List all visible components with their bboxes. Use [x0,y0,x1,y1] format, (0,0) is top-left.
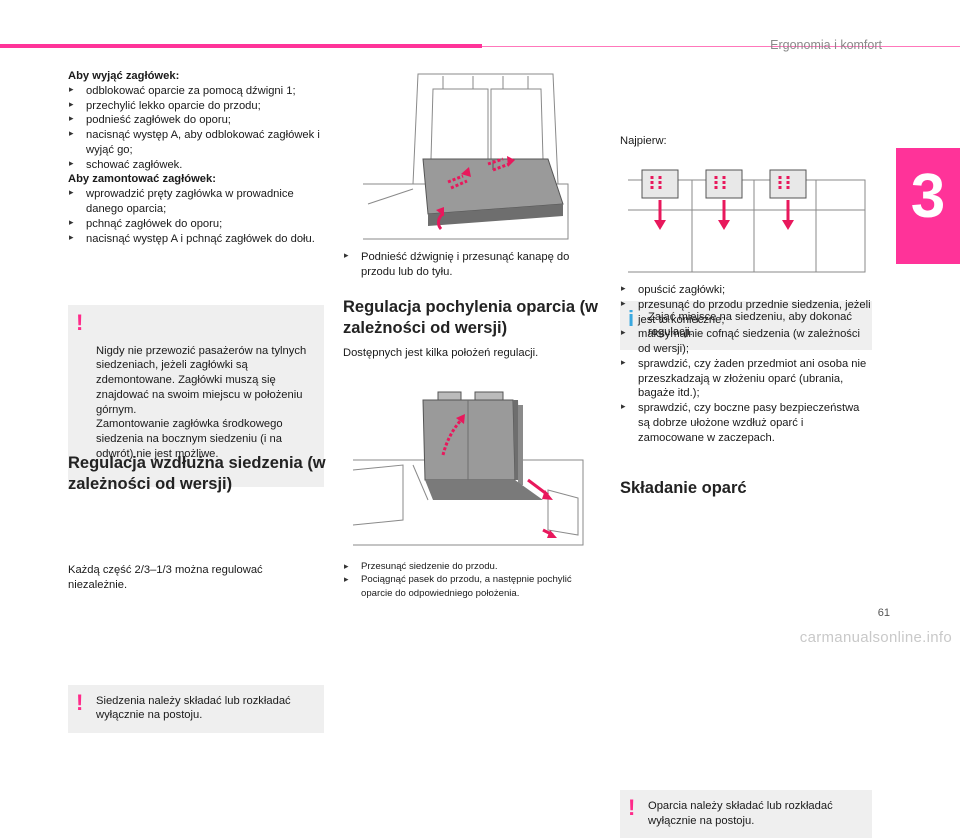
lift-step: Podnieść dźwignię i przesunąć kanapę do … [343,250,595,280]
remove-heading: Aby wyjąć zagłówek: [68,70,180,82]
recline-steps: Przesunąć siedzenie do przodu. Pociągnąć… [343,560,595,600]
warning-longitudinal: ! Siedzenia należy składać lub rozkładać… [68,684,324,734]
list-item: wprowadzić pręty zagłówka w prowadnice d… [68,187,324,217]
list-item: pchnąć zagłówek do oporu; [68,217,324,232]
install-heading: Aby zamontować zagłówek: [68,173,216,186]
longitudinal-title: Regulacja wzdłużna siedzenia (w zależnoś… [68,454,326,493]
list-item: Przesunąć siedzenie do przodu. [343,560,595,573]
warning-text: Oparcia należy składać lub rozkładać wył… [648,799,833,827]
recline-title: Regulacja pochylenia oparcia (w zależnoś… [343,298,598,337]
exclamation-icon: ! [76,689,84,715]
list-item: sprawdzić, czy żaden przedmiot ani osoba… [620,357,872,401]
list-item: przechylić lekko oparcie do przodu; [68,99,324,114]
list-item: schować zagłówek. [68,158,324,173]
remove-steps: odblokować oparcie za pomocą dźwigni 1; … [68,84,324,173]
list-item: opuścić zagłówki; [620,283,872,298]
install-steps: wprowadzić pręty zagłówka w prowadnice d… [68,187,324,246]
folding-title: Składanie oparć [620,479,747,497]
list-item: Pociągnąć pasek do przodu, a następnie p… [343,573,595,600]
header-rule [482,45,960,47]
header-accent-bar [0,44,482,48]
watermark: carmanualsonline.info [799,629,952,646]
list-item: nacisnąć występ A, aby odblokować zagłów… [68,128,324,158]
longitudinal-text: Każdą część 2/3–1/3 można regulować niez… [68,564,263,591]
list-item: podnieść zagłówek do oporu; [68,113,324,128]
list-item: maksymalnie cofnąć siedzenia (w zależnoś… [620,327,872,357]
first-label: Najpierw: [620,135,667,147]
prep-steps: opuścić zagłówki; przesunąć do przodu pr… [620,283,872,446]
warning-headrest: ! Nigdy nie przewozić pasażerów na tylny… [68,305,324,487]
recline-intro: Dostępnych jest kilka położeń regulacji. [343,347,539,359]
warning-folding: ! Oparcia należy składać lub rozkładać w… [620,789,872,838]
list-item: przesunąć do przodu przednie siedzenia, … [620,298,872,328]
warning-text: Siedzenia należy składać lub rozkładać w… [96,694,291,722]
list-item: Podnieść dźwignię i przesunąć kanapę do … [343,250,595,280]
list-item: sprawdzić, czy boczne pasy bezpieczeństw… [620,401,872,445]
exclamation-icon: ! [628,794,636,820]
page-number: 61 [877,607,890,619]
illustration-headrests [620,160,872,276]
list-item: odblokować oparcie za pomocą dźwigni 1; [68,84,324,99]
chapter-tab: 3 [896,148,960,264]
section-title: Ergonomia i komfort [770,38,882,52]
warning-text: Nigdy nie przewozić pasażerów na tylnych… [96,344,307,461]
illustration-bench-slide [343,64,593,242]
illustration-recline [343,370,593,548]
list-item: nacisnąć występ A i pchnąć zagłówek do d… [68,232,324,247]
chapter-number: 3 [910,162,946,231]
column-left: Aby wyjąć zagłówek: odblokować oparcie z… [68,69,324,246]
exclamation-icon: ! [76,310,84,335]
